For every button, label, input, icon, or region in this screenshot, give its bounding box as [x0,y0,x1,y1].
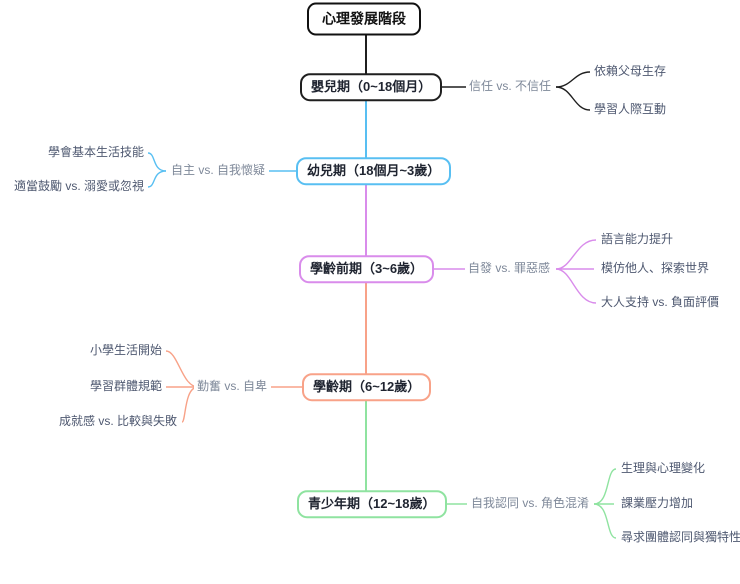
crisis-label-toddlerhood[interactable]: 自主 vs. 自我懷疑 [167,163,268,179]
crisis-label-adolescence[interactable]: 自我認同 vs. 角色混淆 [468,496,593,512]
detail-label[interactable]: 模仿他人、探索世界 [598,261,713,277]
crisis-label-preschool[interactable]: 自發 vs. 罪惡感 [465,261,554,277]
detail-label[interactable]: 尋求團體認同與獨特性 [618,530,740,546]
detail-label[interactable]: 語言能力提升 [598,232,677,248]
detail-label[interactable]: 生理與心理變化 [618,461,709,477]
branch-curve [555,268,597,304]
branch-curve [593,468,617,505]
branch-curve [147,152,167,172]
detail-label[interactable]: 大人支持 vs. 負面評價 [598,295,723,311]
branch-curve [147,170,167,188]
detail-label[interactable]: 學習群體規範 [86,379,165,395]
stage-node-school-age[interactable]: 學齡期（6~12歲） [302,373,432,401]
stage-node-preschool[interactable]: 學齡前期（3~6歲） [299,255,435,283]
detail-label[interactable]: 成就感 vs. 比較與失敗 [55,414,180,430]
stage-node-infancy[interactable]: 嬰兒期（0~18個月） [300,73,443,101]
stage-node-toddlerhood[interactable]: 幼兒期（18個月~3歲） [296,157,452,185]
detail-label[interactable]: 適當鼓勵 vs. 溺愛或忽視 [10,179,147,195]
crisis-label-school-age[interactable]: 勤奮 vs. 自卑 [193,379,270,395]
detail-label[interactable]: 學會基本生活技能 [44,145,147,161]
branch-curve [165,350,199,388]
detail-label[interactable]: 依賴父母生存 [591,64,670,80]
branch-curve [555,86,591,111]
detail-label[interactable]: 課業壓力增加 [618,496,697,512]
branch-curve [593,503,617,539]
crisis-label-infancy[interactable]: 信任 vs. 不信任 [466,79,555,95]
branch-curve [555,239,597,270]
root-node[interactable]: 心理發展階段 [307,2,421,36]
stage-node-adolescence[interactable]: 青少年期（12~18歲） [297,490,447,518]
detail-label[interactable]: 小學生活開始 [86,343,165,359]
branch-curve [555,71,591,88]
detail-label[interactable]: 學習人際互動 [591,102,670,118]
